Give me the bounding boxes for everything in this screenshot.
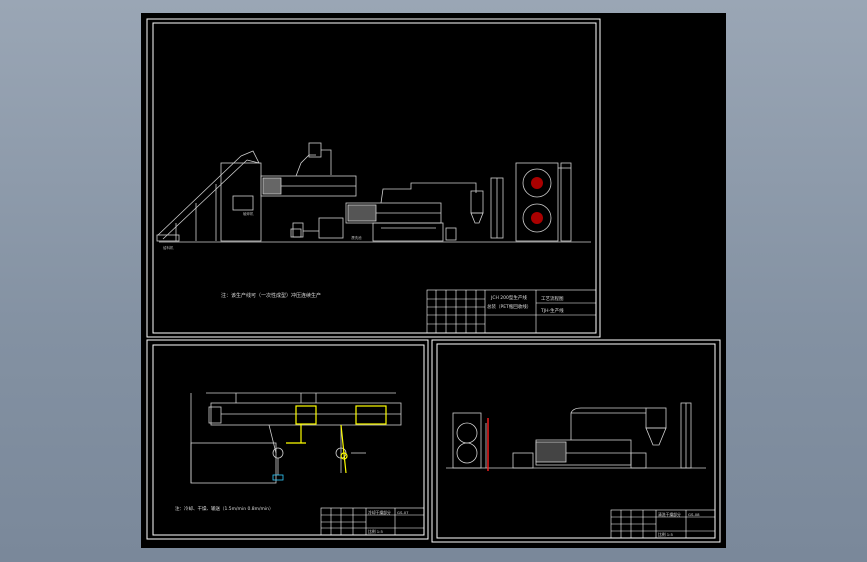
drum-2-motor-hatch — [347, 204, 377, 222]
cad-model-viewport[interactable]: 给料机 破碎机 漂洗池 注：该生产线可（一次性成型）冲压连续生产 JCH 200… — [141, 13, 726, 548]
right-outlet-box — [630, 452, 647, 469]
left-tb-code: GS-07 — [397, 510, 409, 515]
cooling-drum-motor — [208, 406, 222, 424]
drawing-background — [141, 13, 726, 548]
right-tb-code: GS-08 — [688, 512, 700, 517]
svg-text:漂洗池: 漂洗池 — [351, 235, 362, 240]
right-cyclone-cone — [645, 427, 667, 446]
silo-top-drum — [522, 168, 552, 198]
main-tb-line1: JCH 200型生产线 — [490, 294, 527, 301]
pipe-1 — [321, 149, 332, 175]
right-equipment-layout — [446, 402, 706, 469]
main-tb-line2: 总装（PET瓶回收线） — [487, 303, 531, 310]
sink-tank-2 — [372, 222, 444, 242]
sheet-main-outer-frame — [146, 18, 601, 338]
sheet-main-inner-frame — [152, 22, 597, 334]
main-tb-code2: TJH-生产线 — [540, 307, 564, 314]
silo-top-core — [531, 177, 543, 189]
sheet-left-cooling[interactable]: 注：冷却、干燥、输送（1.5m/min 0.8m/min） 冷却干燥部分 GS-… — [146, 339, 429, 540]
left-leg-a — [268, 424, 277, 454]
left-tb-line2: 比例 1:5 — [368, 529, 383, 534]
left-pump-b — [335, 447, 347, 459]
left-note: 注：冷却、干燥、输送（1.5m/min 0.8m/min） — [175, 505, 274, 512]
left-tb-line1: 冷却干燥部分 — [368, 510, 391, 515]
conveyor-foot — [156, 234, 180, 242]
left-yellow-highlight — [286, 405, 387, 474]
incline-conveyor-top — [157, 155, 242, 236]
left-title-block — [320, 507, 425, 536]
left-equipment-layout — [190, 392, 402, 484]
left-base-frame — [190, 442, 277, 484]
pipe-3 — [466, 182, 477, 193]
sheet-right-outer-frame — [431, 339, 721, 543]
motor-box-1 — [232, 195, 254, 211]
main-equipment-layout — [156, 142, 591, 243]
sheet-left-outer-frame — [146, 339, 429, 540]
right-pipe-curve — [570, 407, 646, 414]
silo-bottom-core — [531, 212, 543, 224]
feed-chute-1 — [295, 154, 316, 177]
pipe-2 — [380, 182, 466, 204]
right-drum-motor-hatch — [535, 441, 567, 463]
silo-ladder — [560, 162, 572, 242]
sheet-main-process-line[interactable]: 给料机 破碎机 漂洗池 注：该生产线可（一次性成型）冲压连续生产 JCH 200… — [146, 18, 601, 338]
silo-frame — [515, 162, 559, 242]
cad-drawing[interactable]: 给料机 破碎机 漂洗池 注：该生产线可（一次性成型）冲压连续生产 JCH 200… — [141, 13, 726, 548]
right-tb-line1: 清洗干燥部分 — [658, 512, 681, 517]
right-silo-frame — [452, 412, 482, 469]
right-tb-line2: 比例 1:5 — [658, 532, 673, 537]
sheet-right-inner-frame — [436, 343, 716, 539]
main-note: 注：该生产线可（一次性成型）冲压连续生产 — [221, 292, 321, 299]
sheet-left-inner-frame — [152, 344, 425, 536]
conveyor-head — [240, 150, 260, 164]
left-pump-a-base — [272, 474, 284, 481]
svg-text:给料机: 给料机 — [163, 245, 174, 250]
cyclone-cone — [470, 212, 484, 224]
right-title-block — [610, 509, 716, 539]
main-layout-labels: 给料机 破碎机 漂洗池 — [163, 211, 362, 250]
right-pump-box — [512, 452, 534, 469]
right-silo-drum-bottom — [456, 442, 478, 464]
pump-tank-1 — [318, 217, 344, 239]
drum-1-motor-hatch — [262, 177, 282, 195]
frame-stand-1 — [220, 162, 262, 242]
main-tb-code1: 工艺流程图 — [541, 295, 564, 302]
incline-conveyor-bottom — [162, 159, 248, 240]
silo-bottom-drum — [522, 203, 552, 233]
sheet-right-washing[interactable]: 清洗干燥部分 GS-08 比例 1:5 — [431, 339, 721, 543]
main-title-block — [426, 289, 597, 334]
svg-text:破碎机: 破碎机 — [243, 211, 254, 216]
